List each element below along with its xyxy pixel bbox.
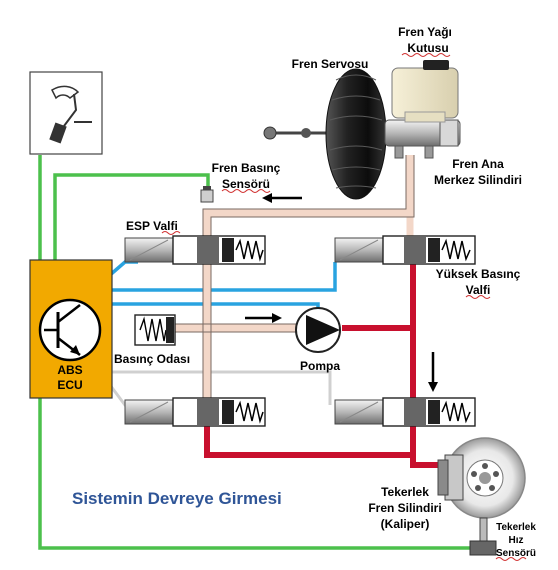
- wheel-speed-sensor-label-1: Tekerlek: [496, 522, 536, 533]
- inlet-valve: [124, 397, 266, 427]
- brake-booster: [263, 68, 387, 200]
- pressure-chamber-label: Basınç Odası: [114, 352, 190, 366]
- wheel-speed-sensor-label-3: Sensörü: [496, 548, 536, 559]
- control-wiring: [108, 260, 337, 322]
- ecu-label-2: ECU: [57, 378, 82, 392]
- abs-ecu: [29, 259, 113, 399]
- pressure-sensor-label-1: Fren Basınç: [212, 161, 281, 175]
- wheel-cylinder-label-1: Tekerlek: [381, 485, 429, 499]
- signal-wiring: [38, 155, 470, 550]
- master-cylinder: [384, 119, 461, 159]
- brake-pedal: [29, 71, 103, 155]
- flow-arrows: [245, 193, 438, 392]
- wheel-cylinder-label-2: Fren Silindiri: [368, 501, 441, 515]
- brake-booster-label: Fren Servosu: [292, 57, 369, 71]
- ecu-label-1: ABS: [57, 363, 82, 377]
- master-cylinder-label-1: Fren Ana: [452, 157, 504, 171]
- brake-fluid-reservoir-label-2: Kutusu: [407, 41, 448, 55]
- master-cylinder-label-2: Merkez Silindiri: [434, 173, 522, 187]
- spellcheck-underline: [161, 231, 181, 235]
- brake-fluid-reservoir: [391, 60, 459, 123]
- esp-valve-label: ESP Valfi: [126, 219, 178, 233]
- wheel-cylinder-label-3: (Kaliper): [381, 517, 430, 531]
- wheel-speed-sensor: [469, 517, 497, 556]
- wheel-speed-sensor-label-2: Hız: [509, 535, 524, 546]
- pump: [295, 307, 341, 353]
- outlet-valve: [334, 397, 476, 427]
- pressure-sensor-label-2: Sensörü: [222, 177, 270, 191]
- high-pressure-valve-label-1: Yüksek Basınç: [436, 267, 521, 281]
- pressure-chamber: [134, 314, 176, 346]
- spellcheck-underline: [221, 189, 271, 193]
- low-pressure-outlines: [172, 155, 415, 398]
- spellcheck-underline: [495, 557, 527, 561]
- pump-label: Pompa: [300, 359, 340, 373]
- brake-disc: [437, 437, 526, 519]
- high-pressure-lines: [204, 240, 455, 468]
- spellcheck-underline: [465, 295, 491, 299]
- esp-valve: [124, 235, 266, 265]
- high-pressure-valve: [334, 235, 476, 265]
- brake-fluid-reservoir-label-1: Fren Yağı: [398, 25, 452, 39]
- diagram-caption: Sistemin Devreye Girmesi: [72, 489, 282, 508]
- spellcheck-underline: [401, 53, 451, 57]
- pressure-sensor: [200, 186, 214, 203]
- high-pressure-valve-label-2: Valfi: [466, 283, 491, 297]
